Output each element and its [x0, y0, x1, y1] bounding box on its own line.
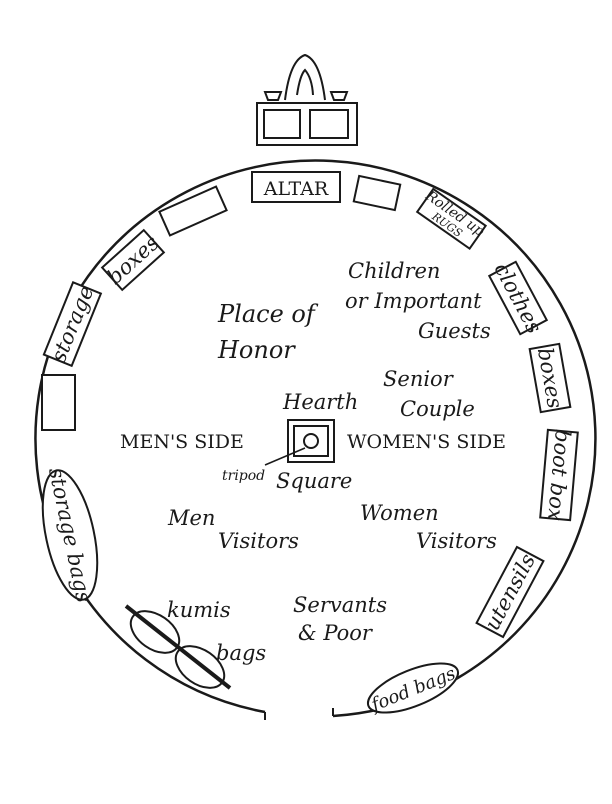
- zone-text: Visitors: [416, 529, 497, 553]
- storage-label: storage: [46, 282, 98, 365]
- clothes-box: clothes: [487, 259, 549, 338]
- altar-shrine: [256, 53, 358, 146]
- empty-box: [352, 174, 402, 212]
- kumis-label: kumis: [167, 598, 231, 622]
- altar-box: ALTAR: [251, 171, 341, 203]
- zone-text: Place of: [217, 300, 319, 328]
- women-visitors: Women Visitors: [360, 501, 497, 553]
- men-visitors: Men Visitors: [167, 506, 299, 553]
- zone-text: Men: [167, 506, 215, 530]
- servants-poor: Servants & Poor: [293, 593, 387, 645]
- zone-text: Children: [348, 259, 440, 283]
- zone-text: Couple: [400, 397, 475, 421]
- kumis-bags: kumis bags: [124, 598, 266, 690]
- zone-text: Honor: [217, 336, 296, 364]
- senior-couple: Senior Couple: [383, 367, 475, 421]
- boot-box: boot box: [539, 428, 579, 522]
- zone-text: Senior: [383, 367, 455, 391]
- utensils-box: utensils: [475, 545, 545, 639]
- zone-text: Guests: [418, 319, 491, 343]
- zone-text: Women: [360, 501, 439, 525]
- storage-box: storage: [42, 280, 103, 368]
- altar-label: ALTAR: [263, 178, 329, 200]
- bags-label: bags: [216, 641, 266, 665]
- zone-text: or Important: [345, 289, 482, 313]
- zone-text: Servants: [293, 593, 387, 617]
- square-label: Square: [276, 469, 352, 493]
- children-guests: Children or Important Guests: [345, 259, 491, 343]
- mens-side-label: MEN'S SIDE: [120, 431, 244, 453]
- food-bags: food bags: [367, 662, 460, 716]
- boxes-right: boxes: [528, 342, 572, 414]
- rolled-up-rugs: Rolled up RUGS: [415, 187, 487, 251]
- storage-bags: storage bags: [41, 465, 99, 605]
- womens-side-label: WOMEN'S SIDE: [347, 431, 506, 453]
- zone-text: & Poor: [298, 621, 374, 645]
- boxes-left: boxes: [100, 228, 166, 292]
- hearth-label: Hearth: [282, 390, 358, 414]
- empty-box-left: [41, 374, 76, 431]
- place-of-honor: Place of Honor: [217, 300, 319, 364]
- empty-box-top-left: [158, 185, 228, 237]
- zone-text: Visitors: [218, 529, 299, 553]
- tripod-label: tripod: [222, 468, 265, 484]
- hearth: Hearth tripod Square: [222, 390, 358, 493]
